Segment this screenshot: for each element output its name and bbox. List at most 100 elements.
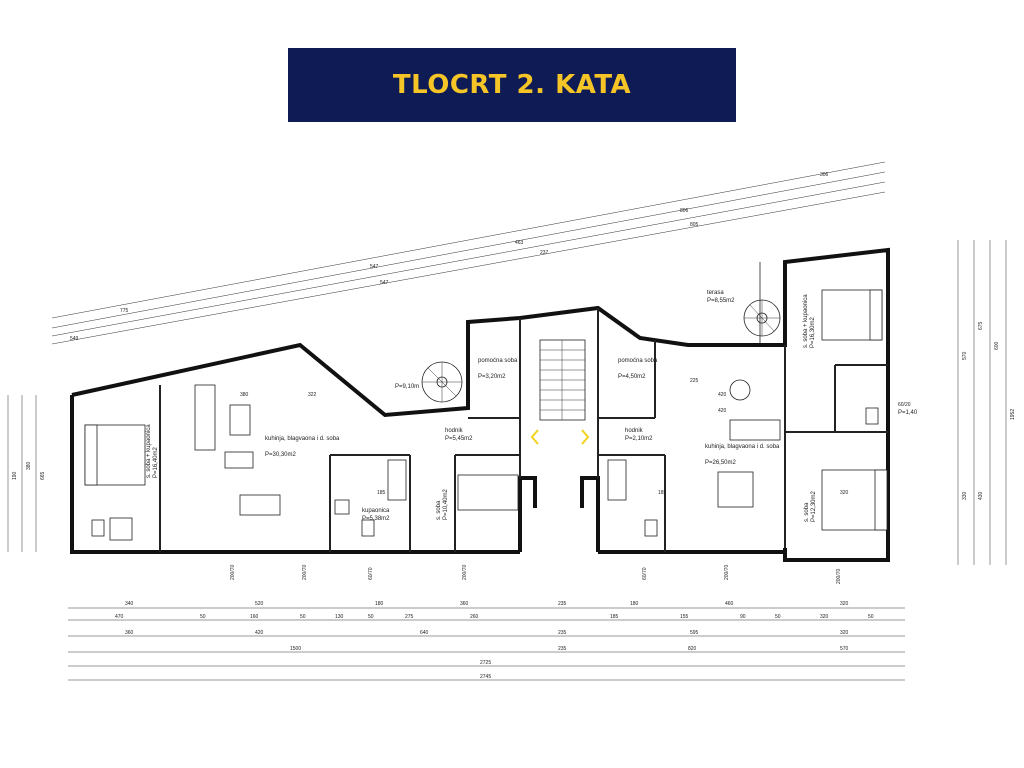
svg-text:430: 430	[978, 491, 984, 500]
svg-text:180: 180	[630, 601, 639, 607]
room-label-hodnik-east: hodnik P=2,10m2	[625, 428, 653, 442]
svg-text:322: 322	[308, 392, 317, 398]
svg-text:50: 50	[300, 614, 306, 620]
svg-text:P=8,55m2: P=8,55m2	[707, 298, 735, 304]
svg-text:P=30,30m2: P=30,30m2	[265, 452, 297, 458]
svg-text:600: 600	[994, 341, 1000, 350]
svg-text:P=5,45m2: P=5,45m2	[445, 436, 473, 442]
sofa-icon	[194, 384, 216, 451]
svg-text:200/70: 200/70	[462, 564, 468, 580]
svg-text:470: 470	[115, 614, 124, 620]
dim-top-3: 463	[515, 240, 524, 246]
svg-text:185: 185	[610, 614, 619, 620]
svg-text:570: 570	[962, 351, 968, 360]
svg-text:200/70: 200/70	[724, 564, 730, 580]
svg-text:185: 185	[377, 490, 386, 496]
svg-text:595: 595	[690, 630, 699, 636]
sink-icon	[334, 499, 350, 515]
central-staircase	[539, 339, 586, 421]
page-title: TLOCRT 2. KATA	[392, 70, 632, 100]
svg-text:640: 640	[420, 630, 429, 636]
svg-text:260: 260	[470, 614, 479, 620]
room-label-pomocna-west: pomoćna soba P=3,20m2	[478, 358, 518, 380]
svg-text:60/20: 60/20	[898, 402, 911, 408]
svg-text:P=16,40m2: P=16,40m2	[153, 446, 159, 478]
svg-text:s. soba: s. soba	[804, 502, 810, 522]
svg-text:60/70: 60/70	[368, 567, 374, 580]
svg-text:50: 50	[868, 614, 874, 620]
svg-text:665: 665	[40, 471, 46, 480]
svg-text:420: 420	[255, 630, 264, 636]
svg-text:200/70: 200/70	[836, 568, 842, 584]
svg-text:225: 225	[690, 378, 699, 384]
svg-text:190: 190	[12, 471, 18, 480]
svg-text:130: 130	[335, 614, 344, 620]
svg-text:320: 320	[840, 601, 849, 607]
svg-text:P=10,40m2: P=10,40m2	[443, 488, 449, 520]
svg-text:hodnik: hodnik	[625, 428, 644, 434]
svg-text:180: 180	[375, 601, 384, 607]
svg-text:P=12,30m2: P=12,30m2	[811, 490, 817, 522]
dim-top-2: 547	[370, 264, 379, 270]
svg-text:P=26,50m2: P=26,50m2	[705, 460, 737, 466]
exterior-walls	[70, 247, 890, 562]
svg-text:420: 420	[718, 392, 727, 398]
room-label-kuhinja-east: kuhinja, blagvaona i d. soba P=26,50m2	[705, 444, 780, 466]
svg-text:kuhinja, blagvaona i d. soba: kuhinja, blagvaona i d. soba	[705, 444, 780, 450]
kitchen-counter-icon	[387, 459, 407, 501]
room-label-soba-kupaonica-east: s. soba + kupaonica P=16,30m2	[803, 294, 816, 348]
svg-text:155: 155	[680, 614, 689, 620]
svg-text:330: 330	[962, 491, 968, 500]
svg-text:275: 275	[405, 614, 414, 620]
toilet-icon	[361, 519, 375, 537]
left-dimension-chains: 190 380 665	[7, 395, 46, 552]
svg-text:P=5,38m2: P=5,38m2	[362, 516, 390, 522]
interior-dimensions: 380 322 420 420 225 185 185 320	[240, 378, 849, 496]
room-label-wc-east: P=1,40	[898, 410, 918, 416]
interior-walls	[159, 262, 888, 552]
entrance-markers	[530, 429, 590, 445]
room-label-soba-kupaonica-west: s. soba + kupaonica P=16,40m2	[146, 424, 159, 478]
kitchen-counter-icon	[607, 459, 627, 501]
svg-text:50: 50	[775, 614, 781, 620]
dim-top-6: 549	[70, 336, 79, 342]
room-label-soba-west-small: s. soba P=10,40m2	[436, 488, 449, 520]
svg-text:pomoćna soba: pomoćna soba	[618, 358, 658, 364]
svg-text:340: 340	[125, 601, 134, 607]
svg-text:s. soba + kupaonica: s. soba + kupaonica	[803, 294, 809, 348]
dim-top-4: 806	[680, 208, 689, 214]
sofa-icon	[729, 419, 781, 441]
bed-icon	[821, 469, 888, 531]
svg-text:terasa: terasa	[707, 290, 724, 296]
shower-icon	[109, 517, 133, 541]
svg-text:200/70: 200/70	[230, 564, 236, 580]
dim-top-8: 237	[540, 250, 549, 256]
svg-text:1952: 1952	[1010, 409, 1016, 420]
svg-text:235: 235	[558, 646, 567, 652]
svg-text:s. soba: s. soba	[436, 500, 442, 520]
spiral-stair-east	[743, 299, 781, 337]
svg-text:160: 160	[250, 614, 259, 620]
bed-icon	[84, 424, 146, 486]
svg-text:P=2,10m2: P=2,10m2	[625, 436, 653, 442]
tv-cabinet-icon	[229, 404, 251, 436]
svg-text:s. soba + kupaonica: s. soba + kupaonica	[146, 424, 152, 478]
right-dimension-chains: 570 675 600 1952 330 430	[957, 240, 1016, 565]
spiral-stair-west	[421, 361, 463, 403]
svg-text:2745: 2745	[480, 674, 491, 680]
toilet-icon	[865, 407, 879, 425]
svg-text:235: 235	[558, 630, 567, 636]
svg-text:570: 570	[840, 646, 849, 652]
svg-text:380: 380	[240, 392, 249, 398]
svg-text:360: 360	[460, 601, 469, 607]
svg-text:pomoćna soba: pomoćna soba	[478, 358, 518, 364]
svg-text:90: 90	[740, 614, 746, 620]
svg-text:185: 185	[658, 490, 667, 496]
svg-text:235: 235	[558, 601, 567, 607]
bottom-dimension-chains: 340 520 180 360 235 180 460 320 470 50 1…	[68, 601, 905, 681]
dim-top-7: 547	[380, 280, 389, 286]
dim-top-9: 805	[690, 222, 699, 228]
room-label-kupaonica-west: kupaonica P=5,38m2	[362, 508, 390, 522]
bed-icon	[457, 474, 519, 511]
svg-text:50: 50	[200, 614, 206, 620]
